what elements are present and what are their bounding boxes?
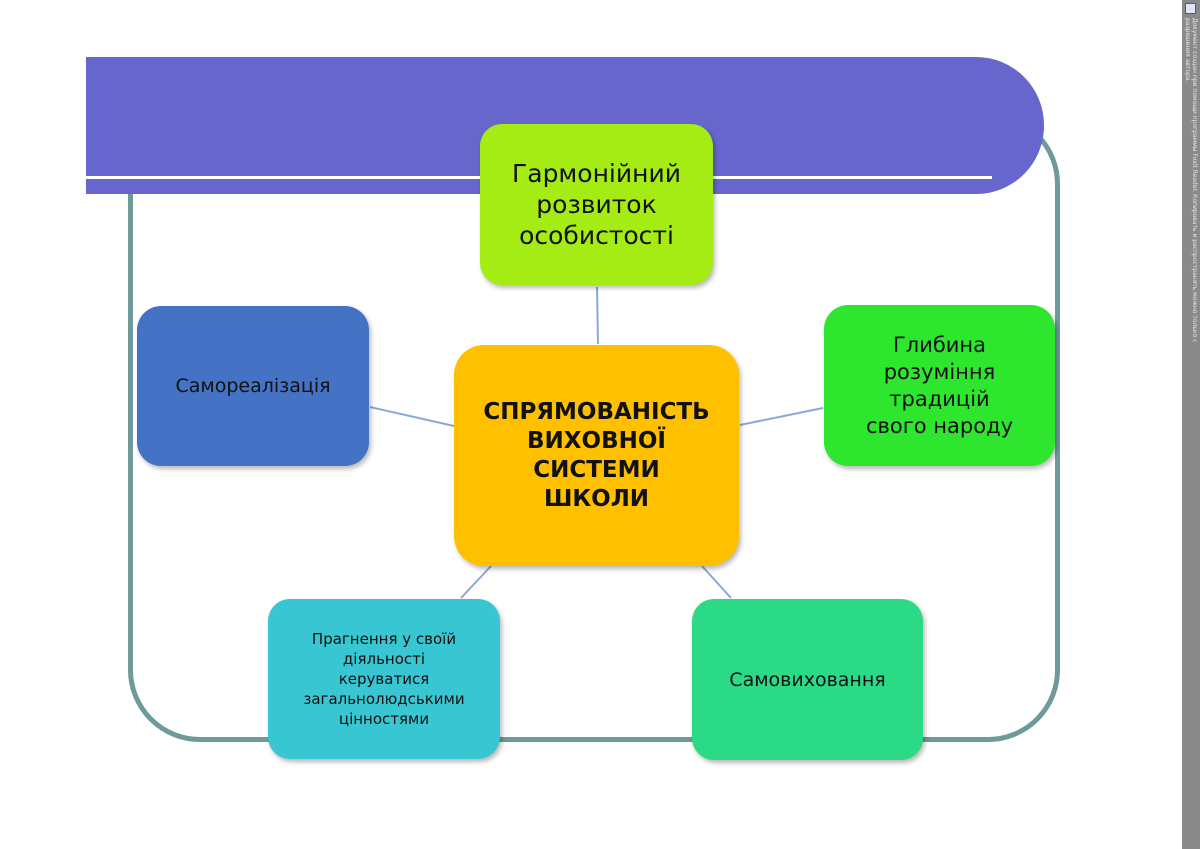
node-self-realization-label: Самореалізація <box>175 375 331 397</box>
node-traditions: Глибина розуміння традицій свого народу <box>824 305 1055 466</box>
watermark-text: Документ создан при помощи программы Fox… <box>1184 18 1198 343</box>
node-harmonious-development-label: Гармонійний розвиток особистості <box>512 159 681 250</box>
node-self-realization: Самореалізація <box>137 306 369 466</box>
document-icon <box>1185 3 1196 14</box>
connector-bottom-left <box>460 565 492 599</box>
node-center-orientation-label: СПРЯМОВАНІСТЬ ВИХОВНОЇ СИСТЕМИ ШКОЛИ <box>483 398 710 512</box>
node-universal-values-label: Прагнення у своїй діяльності керуватися … <box>303 630 465 728</box>
connector-bottom-right <box>701 565 732 599</box>
connector-top <box>596 286 599 345</box>
node-center-orientation: СПРЯМОВАНІСТЬ ВИХОВНОЇ СИСТЕМИ ШКОЛИ <box>454 345 739 566</box>
connector-right <box>739 407 824 426</box>
node-traditions-label: Глибина розуміння традицій свого народу <box>865 332 1014 438</box>
node-harmonious-development: Гармонійний розвиток особистості <box>480 124 713 285</box>
viewer-side-strip <box>1182 0 1200 849</box>
node-universal-values: Прагнення у своїй діяльності керуватися … <box>268 599 500 759</box>
node-self-education: Самовиховання <box>692 599 923 760</box>
node-self-education-label: Самовиховання <box>729 668 886 691</box>
connector-left <box>369 406 455 427</box>
